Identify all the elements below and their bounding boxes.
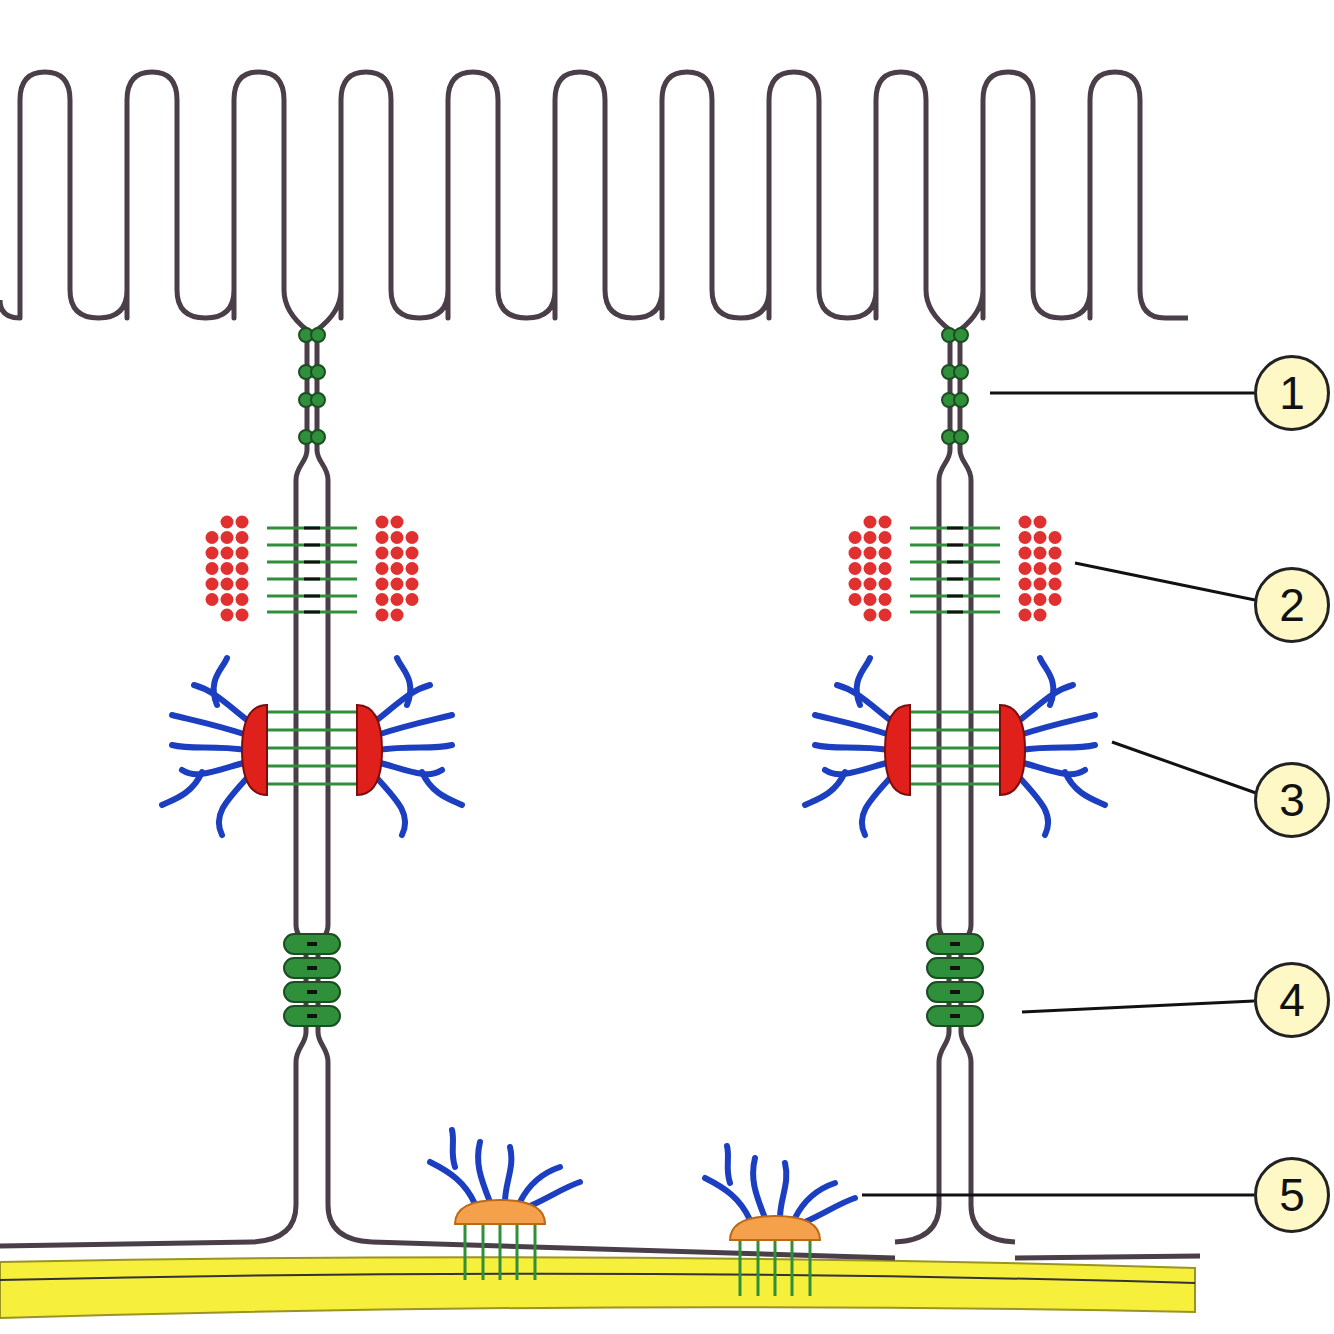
callout-number: 3: [1279, 777, 1305, 823]
callout-circle: 2: [1254, 567, 1330, 643]
callout-circle: 4: [1254, 962, 1330, 1038]
callout-number: 2: [1279, 582, 1305, 628]
callout-circle: 5: [1254, 1157, 1330, 1233]
callout-circle: 1: [1254, 355, 1330, 431]
callout-number: 4: [1279, 977, 1305, 1023]
callout-circle: 3: [1254, 762, 1330, 838]
callout-number: 5: [1279, 1172, 1305, 1218]
callout-number: 1: [1279, 370, 1305, 416]
